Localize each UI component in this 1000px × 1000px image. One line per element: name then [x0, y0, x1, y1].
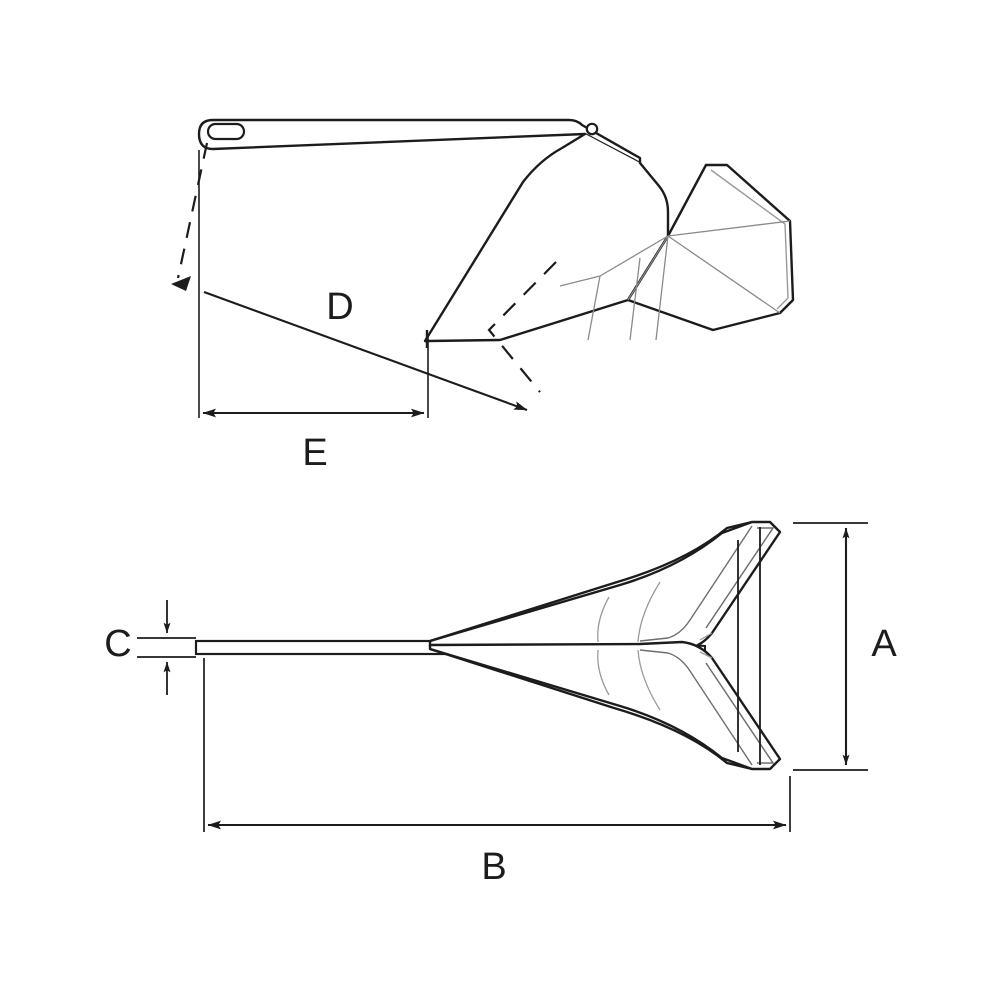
dimension-E-label: E [302, 432, 327, 474]
facet-detail-lines [559, 220, 791, 341]
shank-pin-hole [585, 122, 599, 136]
shank-bar-side [197, 118, 642, 165]
dimension-D-label: D [326, 286, 353, 328]
plan-top-view: A C B [104, 520, 897, 888]
fluke-support-posts [737, 527, 761, 765]
dimension-B: B [203, 658, 791, 888]
dimension-A-label: A [871, 623, 897, 665]
dimension-E: E [198, 150, 429, 474]
crown-ballast [423, 132, 670, 343]
dashed-reference-line [171, 142, 209, 291]
dimension-D: D [203, 286, 528, 411]
plan-facet-lines [597, 581, 713, 711]
dimension-C: C [104, 600, 196, 695]
wing-sweep-edges [429, 520, 753, 771]
dimension-A: A [793, 522, 897, 771]
side-profile-view: D E [171, 118, 795, 474]
dimension-B-label: B [481, 846, 506, 888]
fluke-blade [626, 163, 795, 332]
dashed-fluke-axis-line [487, 261, 557, 393]
shackle-eye-slot [206, 122, 246, 141]
left-fluke-wing [428, 640, 782, 771]
dimension-C-label: C [104, 623, 131, 665]
